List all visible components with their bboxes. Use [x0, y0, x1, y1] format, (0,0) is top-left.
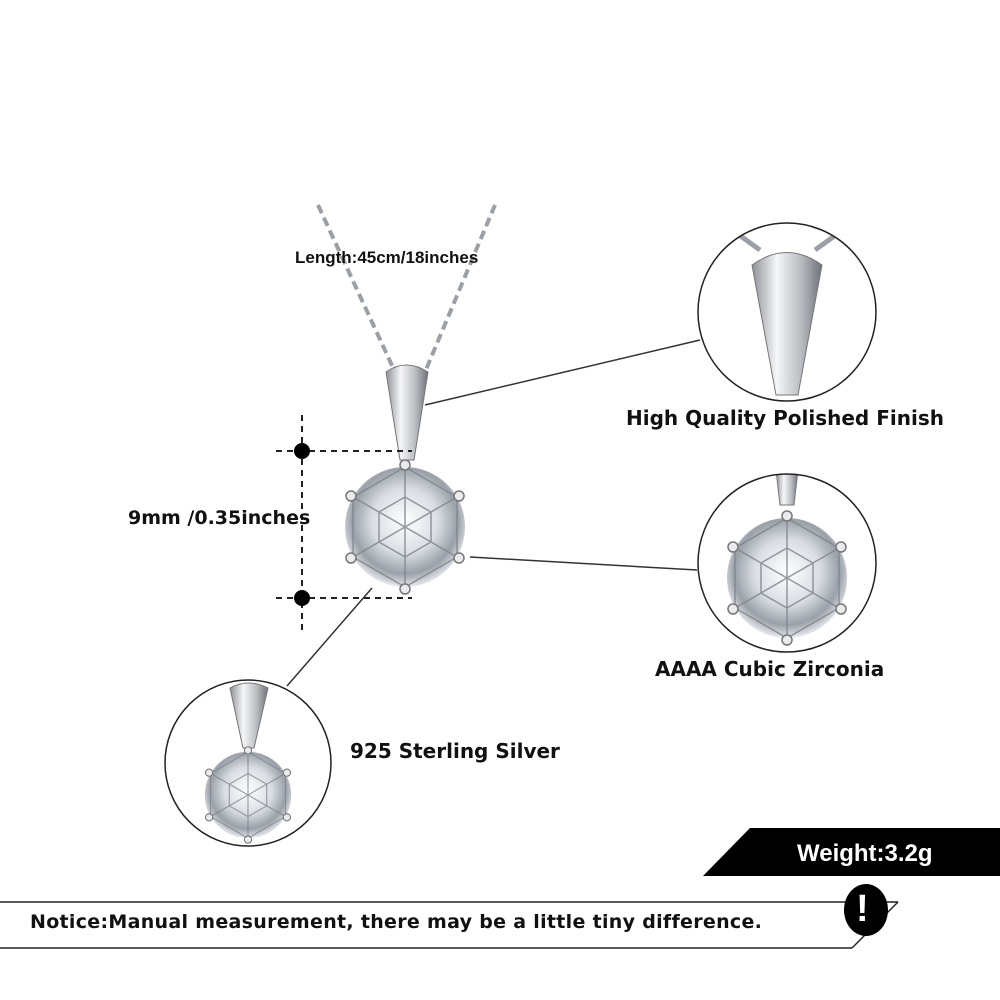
- leader-stone: [469, 556, 698, 571]
- detail-circle-material: [164, 679, 332, 847]
- notice-text: Notice:Manual measurement, there may be …: [30, 911, 763, 933]
- leader-material: [286, 587, 373, 687]
- detail-circle-stone: [697, 473, 877, 653]
- size-label: 9mm /0.35inches: [128, 507, 311, 529]
- feature-finish-label: High Quality Polished Finish: [626, 406, 944, 430]
- length-label: Length:45cm/18inches: [295, 248, 479, 267]
- detail-circle-finish: [697, 222, 877, 402]
- feature-stone-label: AAAA Cubic Zirconia: [655, 657, 885, 681]
- pendant-bail: [385, 364, 429, 461]
- weight-label: Weight:3.2g: [797, 840, 933, 867]
- notice-exclamation-glyph: !: [856, 888, 869, 930]
- leader-finish: [424, 339, 701, 406]
- dimension-dot-bottom: [294, 590, 310, 606]
- dimension-dot-top: [294, 443, 310, 459]
- chain: [316, 204, 497, 373]
- notice-exclamation-icon: [844, 884, 888, 936]
- feature-material-label: 925 Sterling Silver: [350, 739, 560, 763]
- pendant-stone: [344, 459, 466, 595]
- weight-banner: [703, 828, 1000, 876]
